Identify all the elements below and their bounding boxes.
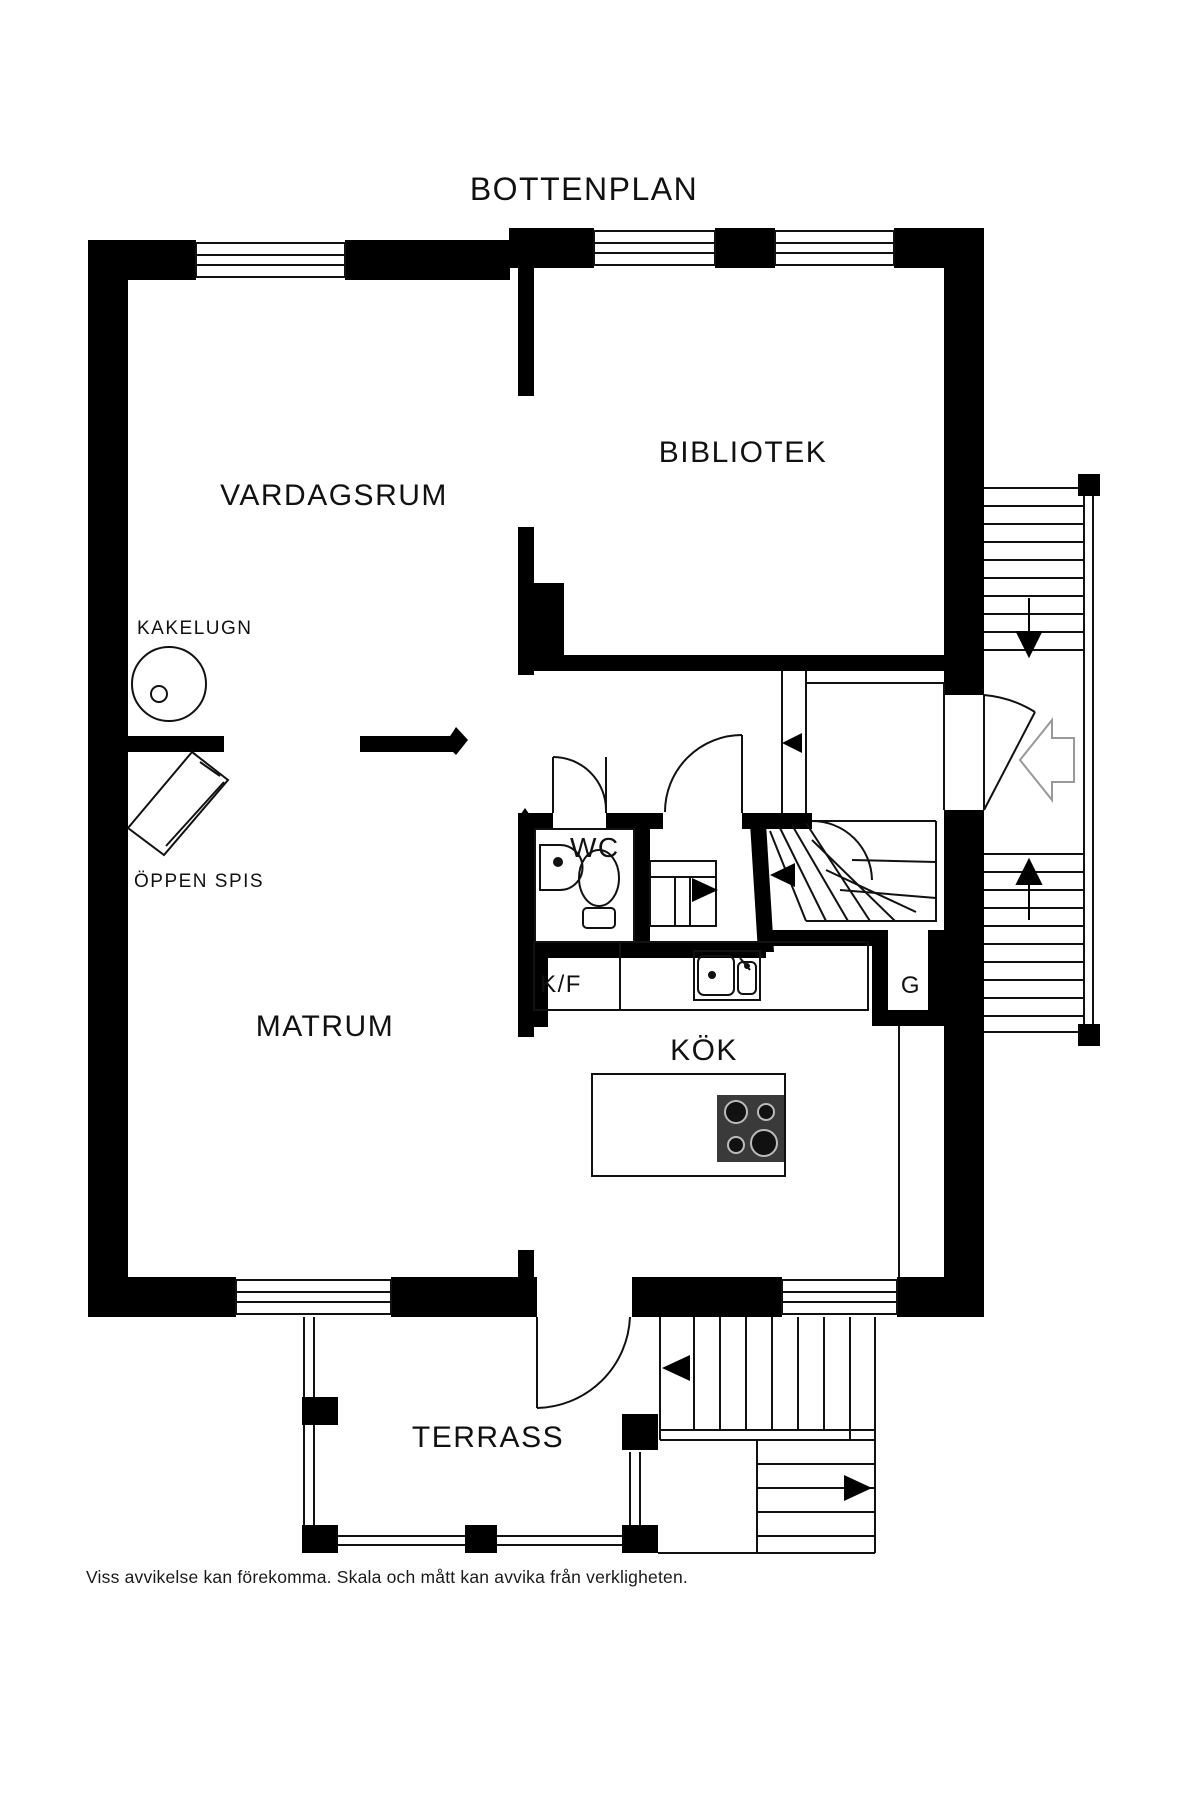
room-label-g: G	[901, 972, 921, 999]
interior-walls	[128, 268, 944, 1280]
room-label-wc: WC	[570, 832, 620, 863]
wc-fixtures	[534, 828, 635, 943]
kitchen-island	[591, 1073, 786, 1177]
room-label-kok: KÖK	[670, 1034, 738, 1067]
entry-hall-arrow	[782, 733, 802, 753]
kitchen-counter	[533, 941, 869, 1011]
room-label-vardagsrum: VARDAGSRUM	[220, 479, 448, 512]
sink-icon	[693, 950, 761, 1001]
room-label-kakelugn: KAKELUGN	[137, 618, 252, 639]
kakelugn-icon	[131, 646, 207, 722]
windows	[195, 230, 898, 1315]
stove-icon	[717, 1095, 784, 1162]
room-label-kf: K/F	[540, 971, 582, 998]
room-label-matrum: MATRUM	[256, 1010, 394, 1043]
room-label-bibliotek: BIBLIOTEK	[659, 436, 828, 469]
exterior-walls	[88, 228, 984, 1317]
internal-stair-arrow	[770, 863, 795, 887]
entrance-stairs	[984, 487, 1094, 1033]
room-label-oppen-spis: ÖPPEN SPIS	[134, 871, 264, 892]
fireplace-icon	[126, 750, 230, 857]
closet-stair-arrow	[692, 878, 718, 902]
disclaimer-text: Viss avvikelse kan förekomma. Skala och …	[86, 1567, 688, 1587]
terrace-stair-arrows	[662, 1355, 872, 1501]
terrace-stairs	[658, 1317, 876, 1554]
internal-stair	[769, 820, 937, 922]
plan-title: BOTTENPLAN	[470, 171, 698, 207]
closet-stair	[649, 860, 717, 927]
entry-hall-lines	[781, 671, 945, 813]
stair-arrows	[1015, 598, 1043, 920]
room-label-terrass: TERRASS	[412, 1421, 564, 1454]
doors	[536, 694, 1036, 1409]
terrace-posts	[302, 1397, 658, 1553]
stair-posts	[1078, 474, 1100, 1046]
entry-arrow-icon	[1018, 717, 1075, 803]
